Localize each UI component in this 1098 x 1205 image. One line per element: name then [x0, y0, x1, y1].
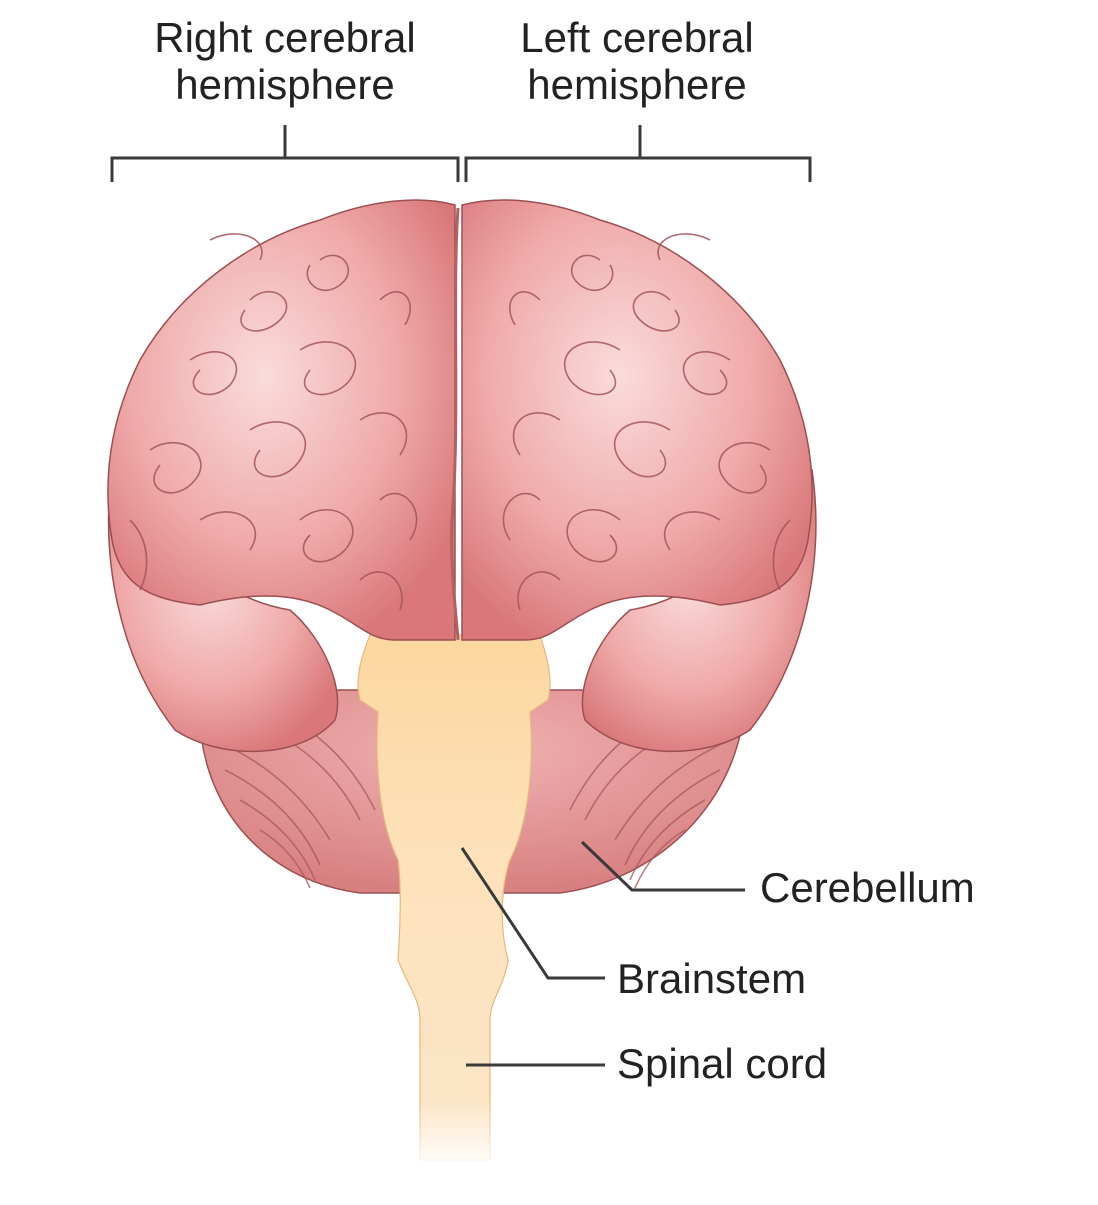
right-hemisphere-bracket [110, 125, 460, 182]
hemisphere-brackets [110, 125, 812, 182]
left-hemisphere [461, 199, 813, 641]
longitudinal-fissure [450, 207, 460, 641]
cerebellum-label: Cerebellum [760, 864, 975, 911]
brainstem-label: Brainstem [617, 955, 807, 1002]
brainstem-leader [460, 847, 605, 980]
spinal-cord-label: Spinal cord [617, 1040, 828, 1087]
left-hemisphere-label: Left cerebral hemisphere [520, 14, 754, 109]
left-hemisphere-bracket [464, 125, 812, 182]
right-hemisphere-label: Right cerebral hemisphere [154, 14, 416, 109]
cerebellum-leader [580, 840, 745, 892]
leader-lines [460, 840, 745, 1067]
brainstem [357, 634, 551, 1170]
right-hemisphere [107, 199, 456, 641]
